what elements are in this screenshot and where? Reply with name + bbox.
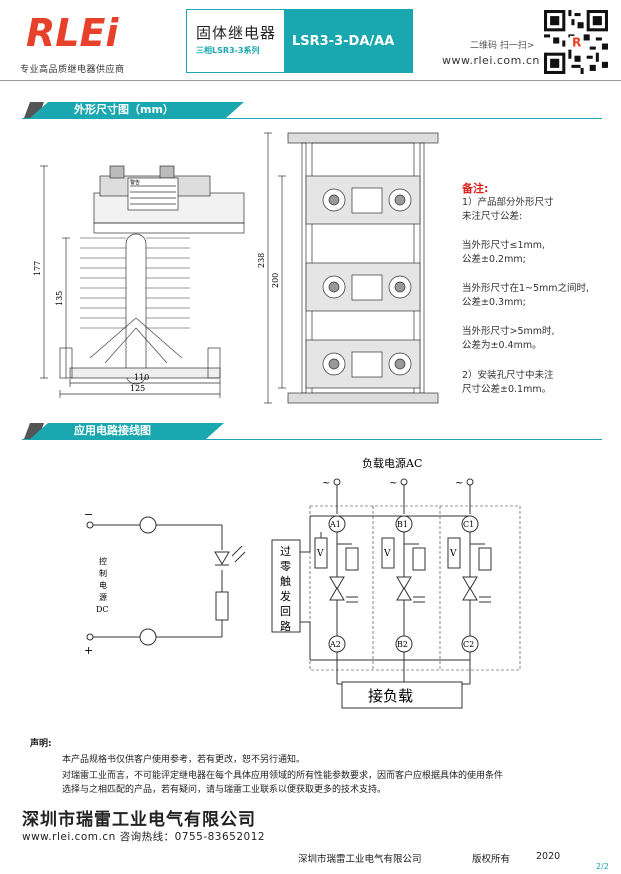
logo-tagline: 专业高品质继电器供应商 xyxy=(20,65,125,75)
statement-heading: 声明: xyxy=(30,739,52,749)
dimension-drawing: 177 135 110 125 238 200 警告 xyxy=(33,132,439,404)
tilde-c: ~ xyxy=(455,478,463,489)
svg-text:R: R xyxy=(572,36,582,50)
page-number: 2/2 xyxy=(596,862,609,871)
varistor-a: V xyxy=(316,549,324,559)
section2-underline xyxy=(22,439,602,440)
qr-label: 二维码 扫一扫> xyxy=(470,41,535,51)
tilde-b: ~ xyxy=(389,478,397,489)
terminal-a2: A2 xyxy=(329,640,341,649)
trigger-label-char: 回 xyxy=(280,605,291,618)
product-series: 三相LSR3-3系列 xyxy=(196,46,260,55)
dim-177: 177 xyxy=(33,261,42,276)
note-line: 当外形尺寸≤1mm, xyxy=(462,240,546,251)
footer-year: 2020 xyxy=(536,851,561,862)
note-line: 尺寸公差±0.1mm。 xyxy=(462,384,552,395)
note-line: 公差±0.3mm; xyxy=(462,297,526,308)
footer-company: 深圳市瑞雷工业电气有限公司 xyxy=(298,854,422,865)
product-model: LSR3-3-DA/AA xyxy=(292,34,395,49)
dim-238: 238 xyxy=(257,253,266,268)
tilde-a: ~ xyxy=(322,478,330,489)
wiring-diagram: 负载电源AC ~ ~ ~ − + 控 制 电 源 DC 过 零 触 发 回 路 … xyxy=(84,456,521,709)
trigger-label-char: 路 xyxy=(280,620,291,633)
dim-200: 200 xyxy=(271,273,280,288)
load-supply-label: 负载电源AC xyxy=(362,456,422,470)
varistor-b: V xyxy=(383,549,391,559)
minus-sign: − xyxy=(84,508,93,521)
header-divider xyxy=(0,80,621,81)
website[interactable]: www.rlei.com.cn xyxy=(442,54,540,67)
control-label-char: 电 xyxy=(99,580,107,590)
rlei-logo: RLEi xyxy=(26,12,119,52)
control-label-char: 源 xyxy=(99,593,107,602)
company-contact: www.rlei.com.cn 咨询热线：0755-83652012 xyxy=(22,831,266,843)
control-label-char: 控 xyxy=(99,556,107,566)
note-line: 当外形尺寸>5mm时, xyxy=(462,326,555,337)
terminal-b2: B2 xyxy=(397,640,408,649)
svg-text:RLEi: RLEi xyxy=(26,12,119,52)
terminal-c1: C1 xyxy=(463,520,474,529)
terminal-a1: A1 xyxy=(329,520,341,529)
product-box xyxy=(186,9,413,73)
warning-label: 警告 xyxy=(130,179,140,186)
terminal-c2: C2 xyxy=(463,640,474,649)
note-line: 2）安装孔尺寸中未注 xyxy=(462,370,554,381)
statement-line: 对瑞雷工业而言，不可能评定继电器在每个具体应用领域的所有性能参数要求，因而客户应… xyxy=(62,771,504,781)
trigger-label-char: 触 xyxy=(280,574,291,588)
note-line: 公差为±0.4mm。 xyxy=(462,340,542,351)
terminal-b1: B1 xyxy=(397,520,408,529)
control-label-char: DC xyxy=(96,605,109,614)
section1-underline xyxy=(22,118,602,119)
dim-125: 125 xyxy=(130,384,145,393)
note-line: 公差±0.2mm; xyxy=(462,254,526,265)
dim-135: 135 xyxy=(55,291,64,306)
load-label: 接负载 xyxy=(368,687,413,705)
trigger-label-char: 发 xyxy=(280,589,291,603)
qr-code-icon[interactable]: R xyxy=(544,10,608,74)
product-model-panel xyxy=(284,10,412,72)
note-line: 当外形尺寸在1~5mm之间时, xyxy=(462,283,590,294)
dim-110: 110 xyxy=(134,373,149,382)
statement-line: 本产品规格书仅供客户使用参考，若有更改，恕不另行通知。 xyxy=(62,755,306,765)
notes-title: 备注: xyxy=(462,182,489,195)
note-line: 未注尺寸公差: xyxy=(462,211,523,222)
company-name: 深圳市瑞雷工业电气有限公司 xyxy=(22,810,256,830)
section2-title: 应用电路接线图 xyxy=(30,423,224,439)
varistor-c: V xyxy=(449,549,457,559)
plus-sign: + xyxy=(84,644,93,657)
control-label-char: 制 xyxy=(99,568,107,578)
footer-rights: 版权所有 xyxy=(472,854,511,865)
product-title: 固体继电器 xyxy=(196,24,277,42)
trigger-label-char: 过 xyxy=(280,545,291,558)
statement-line: 选择与之相匹配的产品，若有疑问，请与瑞雷工业联系以便获取更多的技术支持。 xyxy=(62,785,387,795)
trigger-label-char: 零 xyxy=(280,560,291,573)
section1-title: 外形尺寸图（mm） xyxy=(30,102,244,118)
note-line: 1）产品部分外形尺寸 xyxy=(462,197,554,208)
